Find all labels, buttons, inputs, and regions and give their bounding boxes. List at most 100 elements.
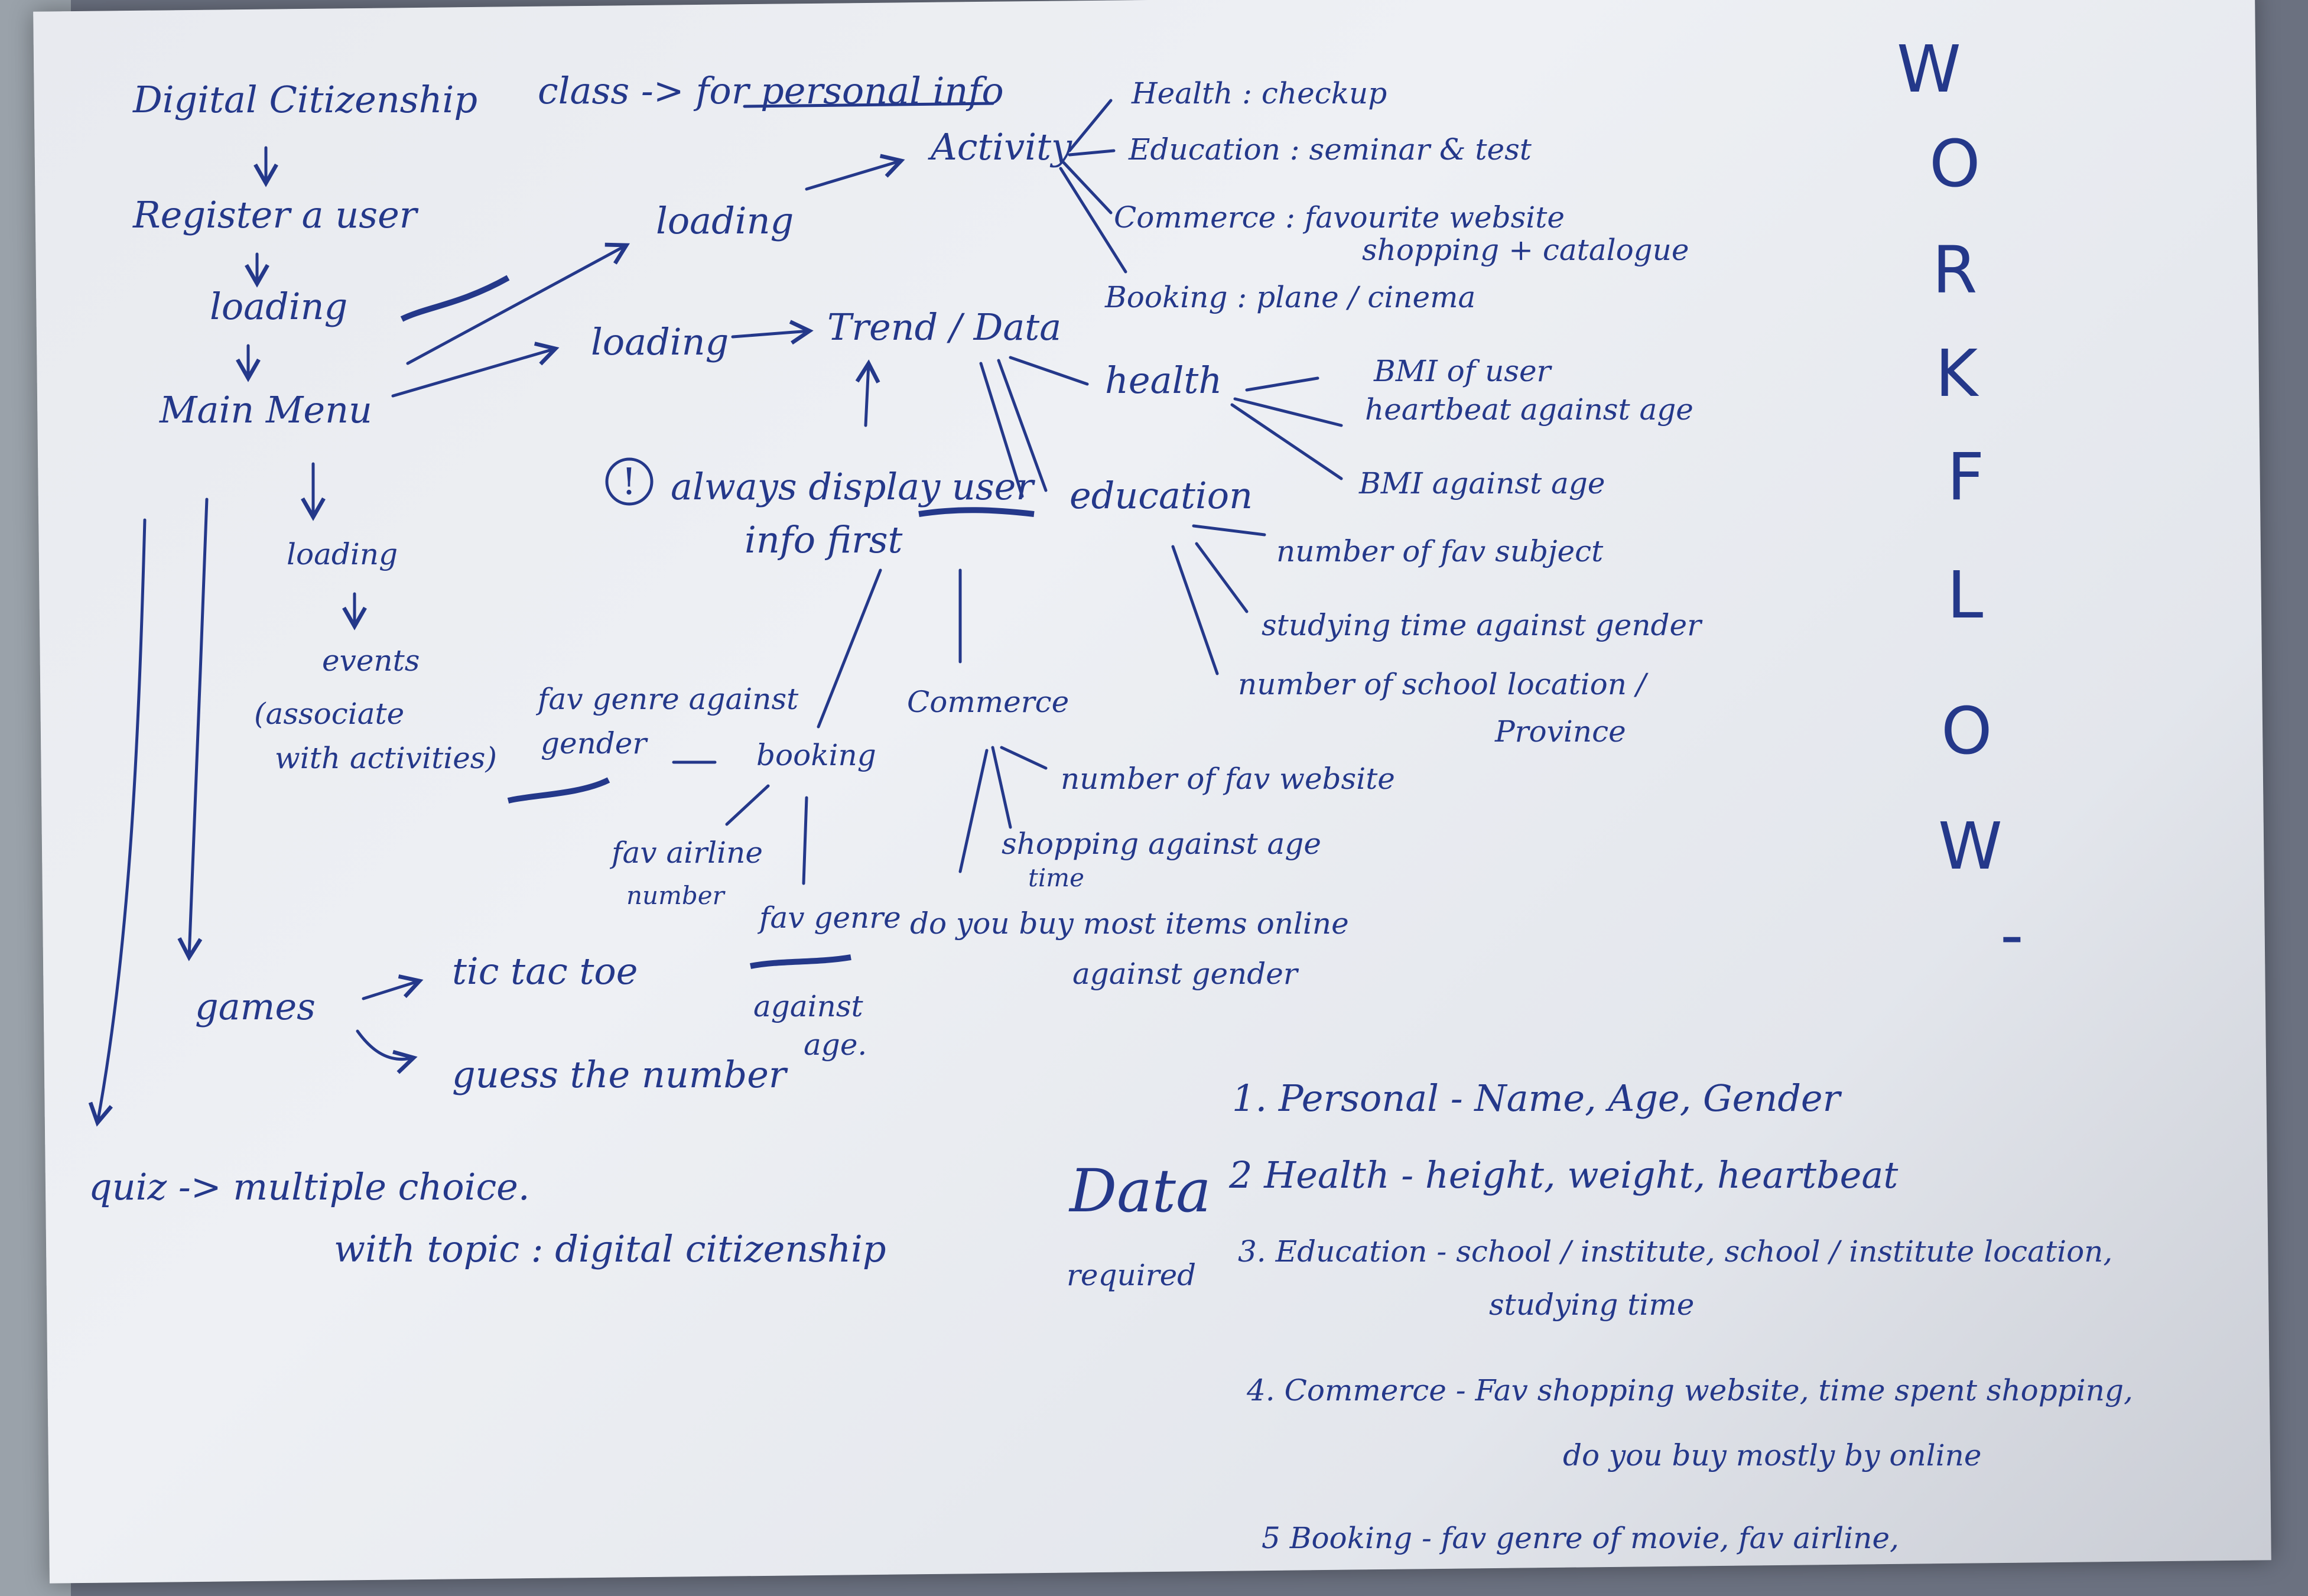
branch-commerce-shopping [991, 746, 1012, 829]
arrow-menu-to-games [177, 498, 209, 961]
branch-trend-booking [817, 568, 882, 729]
commerce-item-4: do you buy most items online [910, 906, 1349, 941]
workflow-letter: R [1932, 232, 1977, 308]
workflow-letter: L [1947, 557, 1983, 633]
health-item-3: BMI against age [1358, 466, 1605, 500]
events-label: events [322, 643, 420, 678]
scribbled-out-word-2 [918, 507, 1035, 517]
branch-commerce-online [958, 749, 989, 873]
branch-education-time [1195, 542, 1249, 613]
register-user-label: Register a user [132, 193, 419, 236]
branch-activity-health [1068, 99, 1113, 152]
trend-commerce-label: Commerce [907, 685, 1069, 719]
branch-activity-booking [1059, 167, 1127, 274]
workflow-letter: K [1935, 336, 1979, 411]
always-display-note-1: always display user [671, 465, 1035, 508]
workflow-letter: W [1938, 808, 2003, 884]
branch-education-subject [1192, 524, 1266, 537]
svg-text:!: ! [622, 460, 636, 503]
branch-trend-education [997, 359, 1048, 492]
quiz-topic: with topic : digital citizenship [334, 1227, 886, 1270]
activity-education-item: Education : seminar & test [1128, 132, 1532, 167]
trend-health-label: health [1105, 359, 1222, 402]
class-note-underline [743, 102, 994, 108]
booking-item-2: gender [541, 726, 648, 760]
branch-trend-education-2 [979, 362, 1024, 498]
guess-number-label: guess the number [452, 1053, 788, 1096]
branch-education-location [1171, 545, 1219, 675]
workflow-letter: F [1947, 439, 1984, 515]
data-item-health: 2 Health - height, weight, heartbeat [1228, 1153, 1898, 1197]
branch-booking-genre-age [802, 796, 808, 885]
data-item-commerce: 4. Commerce - Fav shopping website, time… [1246, 1373, 2133, 1408]
commerce-item-3: time [1028, 863, 1084, 892]
data-item-commerce-2: do you buy mostly by online [1563, 1438, 1981, 1473]
booking-item-1: fav genre against [535, 682, 799, 716]
data-required-label-2: required [1067, 1258, 1196, 1292]
trend-education-label: education [1070, 474, 1253, 517]
booking-item-6: against [753, 989, 863, 1023]
commerce-item-2: shopping against age [1002, 827, 1321, 861]
arrow-menu-to-activity-loading [406, 242, 630, 365]
scribbled-out-word-3 [507, 777, 610, 804]
activity-booking-item: Booking : plane / cinema [1104, 280, 1475, 314]
events-note-2: with activities) [275, 741, 497, 775]
scribbled-out-word [400, 275, 510, 322]
arrow-menu-to-quiz [88, 518, 147, 1127]
data-item-education-2: studying time [1489, 1288, 1694, 1322]
activity-health-item: Health : checkup [1131, 76, 1387, 110]
events-loading-label: loading [287, 537, 398, 571]
data-item-booking: 5 Booking - fav genre of movie, fav airl… [1262, 1521, 1899, 1555]
education-item-1: number of fav subject [1276, 534, 1604, 568]
education-item-2: studying time against gender [1262, 608, 1703, 642]
always-display-note-2: info first [745, 518, 903, 561]
activity-commerce-item: Commerce : favourite website [1114, 200, 1565, 235]
branch-activity-education [1068, 149, 1116, 157]
activity-loading-label: loading [656, 199, 794, 242]
booking-item-3: fav airline [609, 836, 763, 870]
booking-item-4: number [626, 881, 726, 910]
workflow-letter: O [1941, 693, 1992, 769]
arrow-to-guess-number [356, 1029, 418, 1074]
quiz-label: quiz -> multiple choice. [89, 1165, 530, 1208]
branch-trend-health [1009, 356, 1089, 386]
branch-health-bmi-age [1230, 403, 1343, 480]
tic-tac-toe-label: tic tac toe [452, 950, 638, 993]
arrow-to-activity [805, 154, 905, 191]
note-circle-icon [605, 457, 654, 506]
arrow-to-trend [731, 320, 814, 345]
events-note-1: (associate [254, 697, 404, 731]
main-menu-label: Main Menu [159, 388, 372, 431]
branch-booking-airline [725, 784, 770, 826]
scribbled-out-word-4 [750, 954, 851, 969]
workflow-letter: - [2000, 897, 2024, 973]
commerce-item-1: number of fav website [1061, 762, 1395, 796]
trend-data-label: Trend / Data [827, 305, 1061, 349]
health-item-1: BMI of user [1373, 354, 1553, 388]
branch-commerce-website [1000, 746, 1048, 770]
arrow-to-tic-tac-toe [362, 974, 424, 1000]
education-item-4: Province [1494, 714, 1626, 749]
health-item-2: heartbeat against age [1365, 392, 1693, 427]
branch-health-heartbeat [1233, 397, 1343, 427]
digital-citizenship-label: Digital Citizenship [132, 78, 477, 121]
loading-label: loading [210, 285, 347, 328]
data-required-label-1: Data [1068, 1156, 1211, 1226]
workflow-letter: O [1929, 126, 1981, 201]
games-label: games [195, 985, 316, 1028]
workflow-vertical-title: W O R K F L O W - [1897, 31, 2024, 973]
booking-item-7: age. [804, 1028, 867, 1062]
activity-label: Activity [928, 125, 1072, 168]
branch-health-bmi [1245, 376, 1319, 392]
arrow-note-to-trend [855, 359, 880, 427]
trend-booking-label: booking [756, 738, 876, 772]
data-item-education: 3. Education - school / institute, schoo… [1238, 1234, 2112, 1269]
data-item-personal: 1. Personal - Name, Age, Gender [1232, 1077, 1842, 1120]
trend-loading-label: loading [591, 320, 729, 363]
arrow-menu-to-trend-loading [391, 342, 560, 398]
workflow-letter: W [1897, 31, 1961, 107]
commerce-item-5: against gender [1072, 957, 1299, 991]
education-item-3: number of school location / [1238, 667, 1649, 701]
activity-commerce-item-2: shopping + catalogue [1362, 233, 1689, 267]
